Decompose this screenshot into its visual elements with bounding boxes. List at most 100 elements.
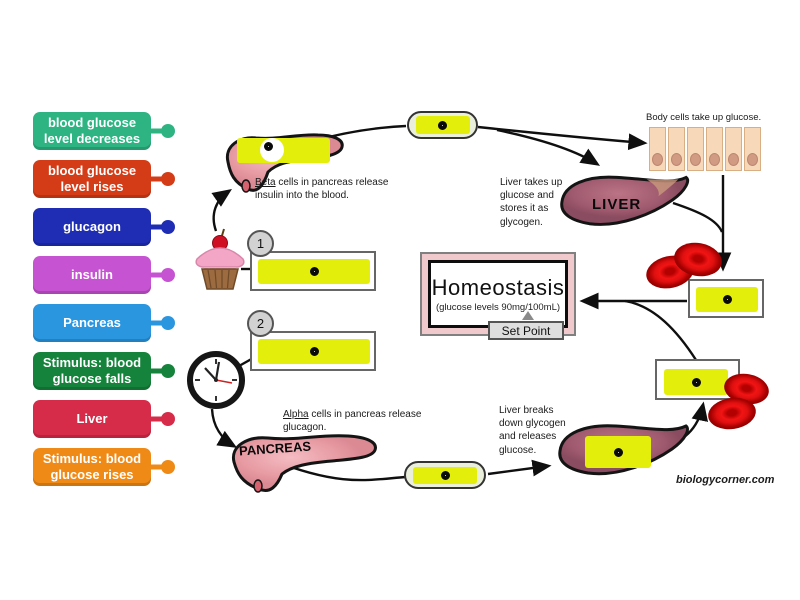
- chip-label: blood glucose level decreases: [43, 115, 141, 146]
- cell-nucleus: [747, 153, 758, 166]
- step-number: 1: [256, 236, 265, 251]
- drop-zone-liver-bottom[interactable]: [585, 436, 651, 468]
- chip-connector-dot: [161, 172, 175, 186]
- curve-box2-to-line: [624, 299, 698, 361]
- chip-connector-dot: [161, 460, 175, 474]
- step-number: 2: [256, 316, 265, 331]
- cell-nucleus: [709, 153, 720, 166]
- drop-zone-pancreas-top[interactable]: [237, 138, 330, 163]
- capsule-top: [407, 111, 478, 139]
- clock-image: [186, 350, 246, 410]
- drop-target-marker[interactable]: [309, 347, 319, 356]
- drop-target-marker[interactable]: [438, 120, 447, 130]
- caret-up-icon: [522, 311, 534, 320]
- set-point-label: Set Point: [488, 321, 564, 340]
- cell-nucleus: [652, 153, 663, 166]
- chip-label: Stimulus: blood glucose falls: [42, 355, 142, 386]
- cell-nucleus: [671, 153, 682, 166]
- chip-connector: [150, 224, 162, 230]
- chip-connector-dot: [161, 412, 175, 426]
- arrow-clock-to-pancreas: [210, 408, 238, 448]
- arrow-cupcake-to-pancreas: [211, 188, 232, 232]
- homeostasis-subtitle: (glucose levels 90mg/100mL): [435, 302, 561, 313]
- arrow-branch-to-liver: [496, 128, 601, 166]
- capsule-bottom: [404, 461, 486, 489]
- step-number-badge: 1: [247, 230, 274, 257]
- body-cell: [668, 127, 685, 171]
- answer-box-upper-right: [688, 279, 764, 318]
- chip-connector: [150, 368, 162, 374]
- pancreas-bottom-image: [231, 434, 377, 493]
- label-chip-liver[interactable]: Liver: [33, 400, 175, 438]
- drop-target-marker[interactable]: [691, 377, 701, 387]
- body-cells-caption: Body cells take up glucose.: [646, 112, 762, 123]
- answer-box-1: 1: [247, 230, 376, 291]
- credit-text: biologycorner.com: [676, 474, 775, 486]
- drop-zone-capsule-bottom[interactable]: [413, 466, 477, 484]
- alpha-cells-note: Alpha cells in pancreas release glucagon…: [283, 408, 423, 434]
- label-chip-insulin[interactable]: insulin: [33, 256, 175, 294]
- chip-connector: [150, 272, 162, 278]
- cupcake-image: [195, 228, 245, 290]
- chip-connector: [150, 320, 162, 326]
- label-chip-pancreas[interactable]: Pancreas: [33, 304, 175, 342]
- homeostasis-title: Homeostasis: [431, 275, 565, 300]
- chip-label: insulin: [71, 267, 113, 283]
- body-cell: [725, 127, 742, 171]
- label-chip-stimulus-blood-glucose-falls[interactable]: Stimulus: blood glucose falls: [33, 352, 175, 390]
- chip-label: glucagon: [63, 219, 121, 235]
- label-chip-stimulus-blood-glucose-rises[interactable]: Stimulus: blood glucose rises: [33, 448, 175, 486]
- drop-zone-lower-right[interactable]: [664, 369, 728, 395]
- alpha-rest: cells in pancreas release glucagon.: [283, 409, 422, 434]
- arrow-capsule-to-body-cells: [477, 125, 648, 151]
- liver-takes-up-note: Liver takes up glucose and stores it as …: [500, 177, 563, 228]
- drop-target-marker[interactable]: [722, 295, 732, 304]
- liver-top-image: [560, 175, 690, 226]
- chip-connector: [150, 128, 162, 134]
- drop-zone-box-2[interactable]: [258, 339, 370, 364]
- drop-target-marker[interactable]: [264, 142, 273, 151]
- alpha-word: Alpha: [283, 409, 309, 420]
- drop-zone-capsule-top[interactable]: [415, 116, 470, 134]
- body-cell: [649, 127, 666, 171]
- clock-face: [187, 351, 245, 409]
- beta-cells-note: Beta cells in pancreas release insulin i…: [255, 176, 405, 202]
- body-cell: [687, 127, 704, 171]
- beta-rest: cells in pancreas release insulin into t…: [255, 177, 389, 202]
- beta-word: Beta: [255, 177, 276, 188]
- drop-target-marker[interactable]: [613, 447, 623, 457]
- label-chip-blood-glucose-level-decreases[interactable]: blood glucose level decreases: [33, 112, 175, 150]
- body-cells-image: [649, 127, 761, 171]
- line-liver-to-junction: [672, 201, 724, 233]
- cell-nucleus: [728, 153, 739, 166]
- step-number-badge: 2: [247, 310, 274, 337]
- chip-label: blood glucose level rises: [47, 163, 137, 194]
- answer-box-2: 2: [247, 310, 376, 371]
- liver-label: LIVER: [592, 196, 642, 213]
- chip-connector-dot: [161, 124, 175, 138]
- drop-zone-box-1[interactable]: [258, 259, 370, 284]
- homeostasis-inner: Homeostasis (glucose levels 90mg/100mL): [428, 260, 568, 328]
- drop-target-marker[interactable]: [309, 267, 319, 276]
- chip-connector: [150, 176, 162, 182]
- arrow-capsule-to-liver-bottom: [487, 459, 552, 477]
- liver-breaks-down-note: Liver breaks down glycogen and releases …: [499, 405, 566, 456]
- chip-label: Stimulus: blood glucose rises: [42, 451, 142, 482]
- label-chip-glucagon[interactable]: glucagon: [33, 208, 175, 246]
- label-chip-blood-glucose-level-rises[interactable]: blood glucose level rises: [33, 160, 175, 198]
- chip-connector-dot: [161, 268, 175, 282]
- drop-target-halo: [260, 138, 284, 162]
- chip-label: Pancreas: [63, 315, 121, 331]
- drop-target-marker[interactable]: [440, 470, 450, 480]
- body-cell: [744, 127, 761, 171]
- chip-connector-dot: [161, 364, 175, 378]
- drop-zone-upper-right[interactable]: [696, 287, 758, 312]
- chip-connector: [150, 416, 162, 422]
- chip-label: Liver: [76, 411, 108, 427]
- homeostasis-box: Homeostasis (glucose levels 90mg/100mL) …: [420, 252, 576, 340]
- chip-connector-dot: [161, 220, 175, 234]
- cell-nucleus: [690, 153, 701, 166]
- chip-connector: [150, 464, 162, 470]
